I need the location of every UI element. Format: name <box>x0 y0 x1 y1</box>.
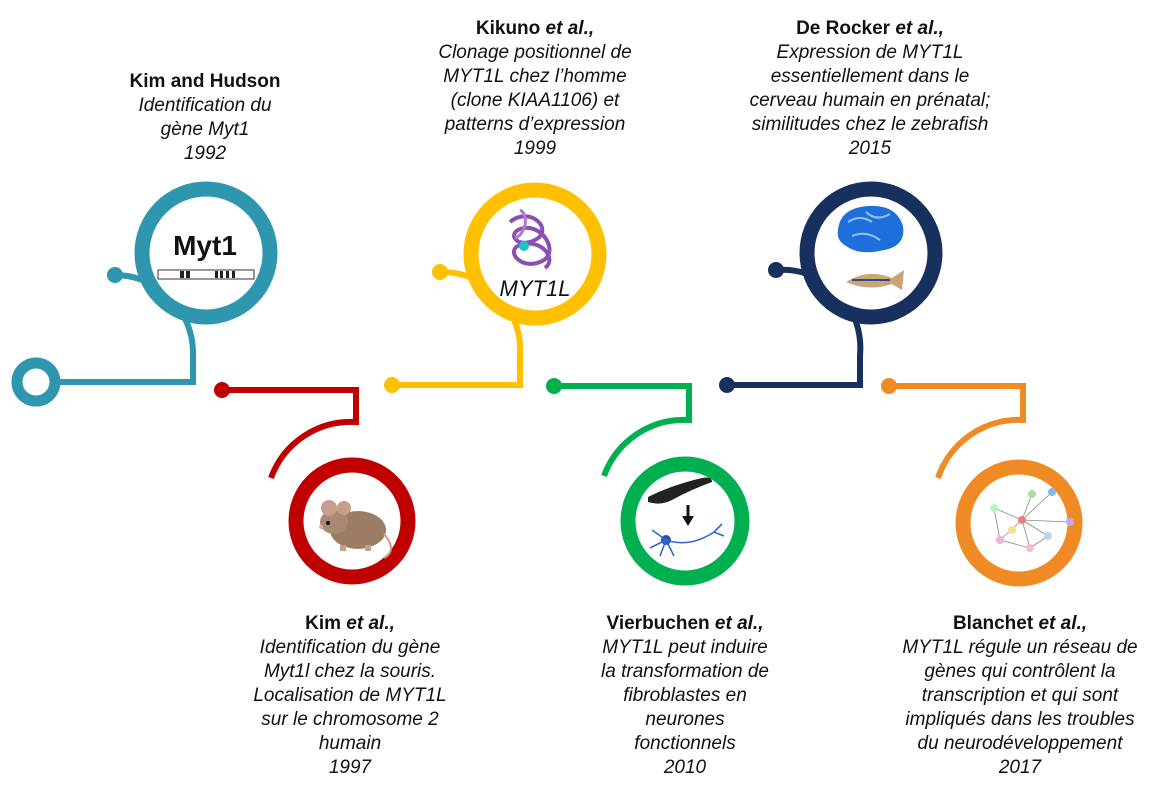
event-description-line: Identification du <box>138 95 272 116</box>
event-description-line: Myt1l chez la souris. <box>263 661 437 682</box>
mouse-icon <box>319 500 392 559</box>
myt1-gene-icon: Myt1 <box>157 230 255 280</box>
event-description-line: Localisation de MYT1L <box>253 685 447 706</box>
event-description-line: essentiellement dans le <box>770 66 970 87</box>
event-description-line: similitudes chez le zebrafish <box>751 114 989 135</box>
event-description-line: gènes qui contrôlent la <box>924 661 1116 682</box>
event-description-line: cerveau humain en prénatal; <box>749 90 991 111</box>
brain-zebrafish-icon <box>837 205 904 290</box>
connector-dot <box>768 262 784 278</box>
event-description-line: MYT1L chez l’homme <box>443 66 627 87</box>
event-description-line: Identification du gène <box>259 637 441 658</box>
event-description-line: sur le chromosome 2 <box>261 709 439 730</box>
event-description-line: Clonage positionnel de <box>438 42 632 63</box>
protein-structure-icon: MYT1L <box>500 208 571 301</box>
fibroblast-to-neuron-icon <box>648 477 725 557</box>
event-kim-hudson: Myt1 <box>11 181 278 407</box>
event-description-line: impliqués dans les troubles <box>905 709 1135 730</box>
connector-line <box>222 387 359 480</box>
event-year: 2010 <box>663 757 707 778</box>
event-year: 1992 <box>183 143 227 164</box>
event-label-de-rocker: De Rocker et al., Expression de MYT1L es… <box>720 17 1020 161</box>
connector-line <box>554 383 692 478</box>
event-author: Kikuno et al., <box>475 18 595 39</box>
event-author: Kim et al., <box>305 613 395 634</box>
event-year: 1999 <box>513 138 557 159</box>
event-description-line: Expression de MYT1L <box>776 42 964 63</box>
event-description-line: MYT1L régule un réseau de <box>902 637 1138 658</box>
event-description-line: fonctionnels <box>634 733 736 754</box>
event-ring <box>799 181 943 325</box>
event-description-line: (clone KIAA1106) et <box>450 90 620 111</box>
event-description-line: du neurodéveloppement <box>917 733 1123 754</box>
icon-label: Myt1 <box>173 230 237 261</box>
event-description-line: neurones <box>645 709 725 730</box>
event-description-line: transcription et qui sont <box>921 685 1119 706</box>
event-author: Blanchet et al., <box>952 613 1088 634</box>
connector-dot <box>432 264 448 280</box>
event-label-blanchet: Blanchet et al., MYT1L régule un réseau … <box>880 612 1160 780</box>
event-ring <box>134 181 278 325</box>
gene-network-icon <box>990 488 1074 552</box>
event-description-line: patterns d’expression <box>444 114 626 135</box>
event-blanchet <box>881 378 1083 587</box>
event-kim <box>214 382 416 585</box>
connector-line <box>889 383 1026 479</box>
event-author: De Rocker et al., <box>796 18 944 39</box>
event-label-kikuno: Kikuno et al., Clonage positionnel de MY… <box>420 17 650 161</box>
event-description-line: gène Myt1 <box>160 119 250 140</box>
event-author: Vierbuchen et al., <box>606 613 764 634</box>
event-author: Kim and Hudson <box>129 71 281 92</box>
event-year: 2015 <box>848 138 892 159</box>
event-de-rocker <box>719 181 943 393</box>
event-label-kim-hudson: Kim and Hudson Identification du gène My… <box>95 70 315 166</box>
event-description-line: humain <box>318 733 382 754</box>
connector-dot <box>107 267 123 283</box>
event-label-vierbuchen: Vierbuchen et al., MYT1L peut induire la… <box>580 612 790 780</box>
event-description-line: MYT1L peut induire <box>602 637 768 658</box>
event-description-line: la transformation de <box>601 661 769 682</box>
event-year: 1997 <box>328 757 372 778</box>
timeline-start-marker <box>11 357 61 407</box>
event-vierbuchen <box>546 378 750 586</box>
event-year: 2017 <box>998 757 1042 778</box>
event-ring <box>463 182 607 326</box>
icon-label: MYT1L <box>500 276 571 301</box>
event-description-line: fibroblastes en <box>623 685 747 706</box>
event-kikuno: MYT1L <box>384 182 607 393</box>
event-label-kim: Kim et al., Identification du gène Myt1l… <box>235 612 465 780</box>
